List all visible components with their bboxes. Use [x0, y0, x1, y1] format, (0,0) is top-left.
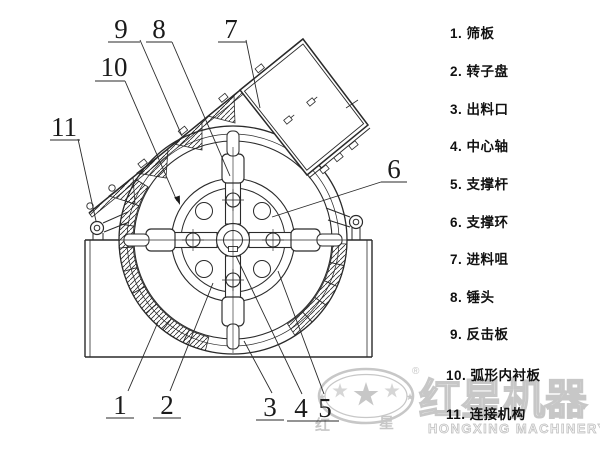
watermark-brand-en: HONGXING MACHINERY — [428, 421, 600, 436]
chute-fastener — [306, 96, 318, 107]
legend-item: 11. 连接机构 — [446, 407, 526, 422]
legend-item: 3. 出料口 — [450, 102, 509, 117]
liner-segment — [329, 243, 348, 267]
watermark-logo: ® 红星机器 HONGXING MACHINERY 红 星 — [315, 366, 600, 436]
callout-5: 5 — [318, 393, 332, 423]
legend-item: 2. 转子盘 — [450, 64, 509, 79]
callout-2: 2 — [160, 390, 174, 420]
callout-3: 3 — [263, 392, 277, 422]
leader-arrowhead — [174, 195, 180, 205]
feed-chute — [238, 37, 371, 179]
leader-lines — [77, 39, 382, 395]
legend-item: 8. 锤头 — [450, 290, 495, 305]
registered-mark: ® — [412, 366, 420, 377]
liner-bolts — [86, 63, 266, 210]
callouts: 1 2 3 4 5 6 7 8 9 10 11 — [50, 14, 407, 423]
legend-item: 5. 支撑杆 — [450, 177, 509, 192]
callout-1: 1 — [113, 390, 127, 420]
callout-9: 9 — [114, 14, 128, 44]
callout-11: 11 — [51, 112, 77, 142]
chute-fastener — [283, 114, 295, 125]
star-icon — [318, 382, 414, 406]
callout-10: 10 — [101, 52, 128, 82]
watermark-char-right: 星 — [379, 415, 394, 432]
disc-hole — [253, 260, 271, 278]
connection-mechanism-right — [325, 207, 364, 240]
callout-7: 7 — [224, 14, 238, 44]
watermark-brand-cn: 红星机器 — [419, 376, 588, 423]
centerlines — [115, 147, 351, 353]
legend-item: 9. 反击板 — [450, 327, 509, 342]
legend-item: 10. 弧形内衬板 — [446, 368, 541, 383]
callout-8: 8 — [152, 14, 166, 44]
legend-item: 6. 支撑环 — [450, 215, 509, 230]
legend-item: 1. 筛板 — [450, 26, 495, 41]
legend-item: 4. 中心轴 — [450, 139, 509, 154]
callout-6: 6 — [387, 154, 401, 184]
housing-box — [84, 239, 373, 358]
liner-segment — [286, 311, 313, 337]
disc-hole — [195, 202, 213, 220]
parts-legend: 1. 筛板 2. 转子盘 3. 出料口 4. 中心轴 5. 支撑杆 6. 支撑环… — [446, 0, 600, 450]
disc-hole — [195, 260, 213, 278]
callout-4: 4 — [294, 393, 308, 423]
connection-mechanism-left — [89, 211, 130, 240]
disc-hole — [253, 202, 271, 220]
legend-item: 7. 进料咀 — [450, 252, 509, 267]
